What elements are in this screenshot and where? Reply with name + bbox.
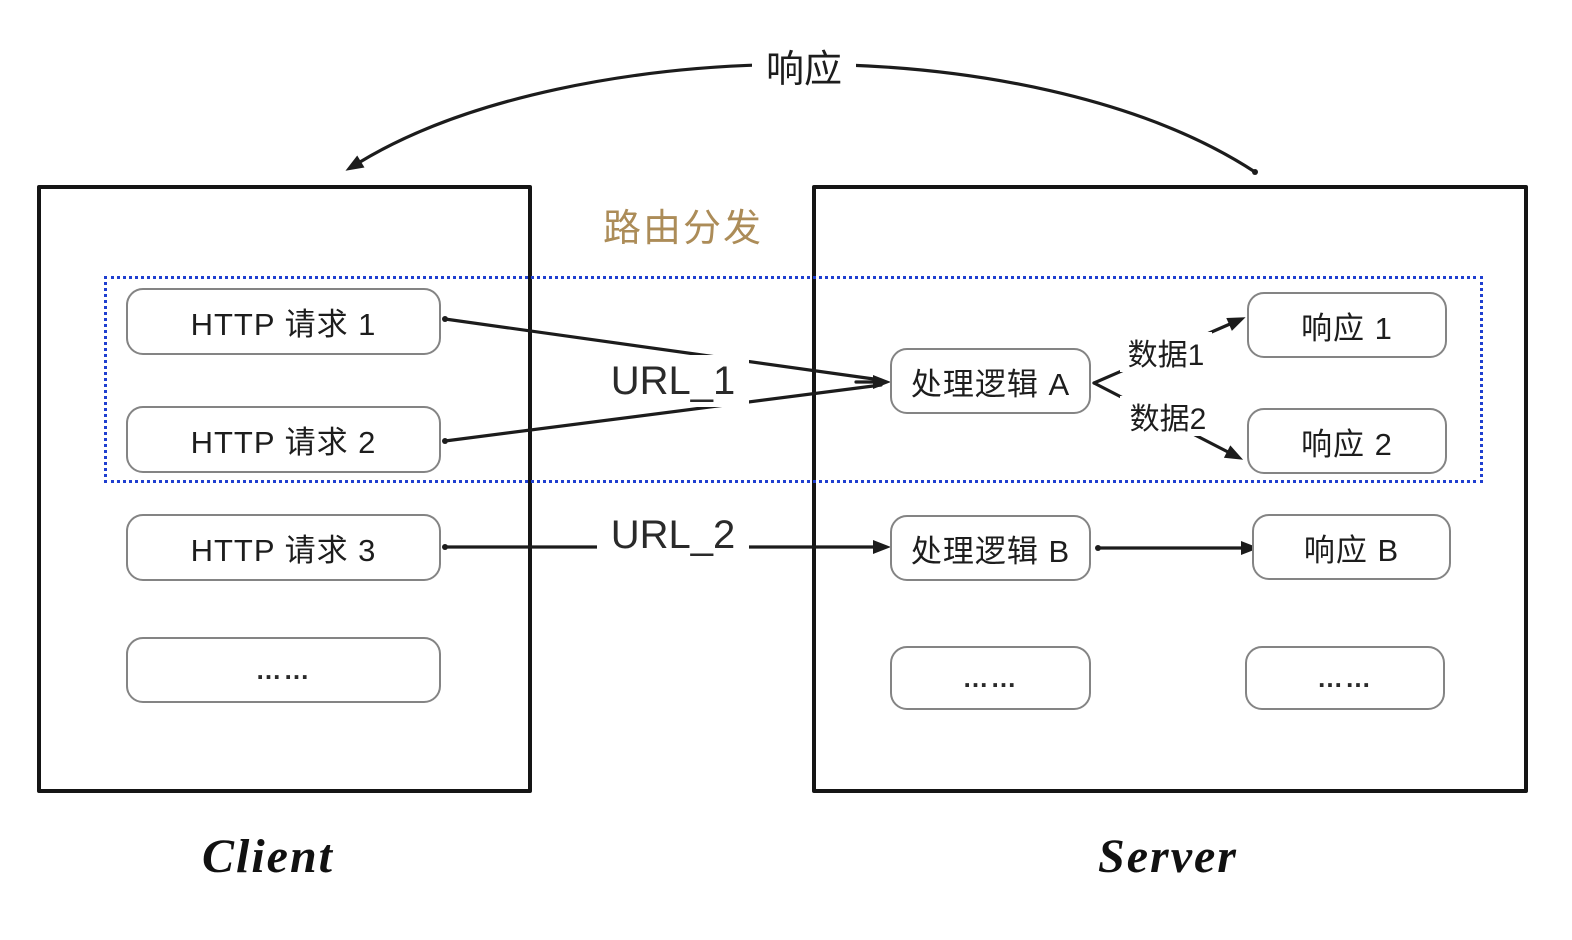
client-container-box xyxy=(37,185,532,793)
request1-line-dot xyxy=(442,316,448,322)
http-request-2-node: HTTP 请求 2 xyxy=(126,406,441,473)
request2-to-handlerA-line xyxy=(443,383,883,443)
server-title: Server xyxy=(1098,829,1238,883)
response-b-node: 响应 B xyxy=(1252,514,1451,580)
url1-group-dotted-box xyxy=(104,276,1483,483)
data2-label: 数据2 xyxy=(1120,396,1216,436)
response-2-node: 响应 2 xyxy=(1247,408,1447,474)
client-title: Client xyxy=(201,829,335,883)
server-container-box xyxy=(812,185,1528,793)
request1-to-handlerA-line xyxy=(443,317,883,382)
http-request-1-node: HTTP 请求 1 xyxy=(126,288,441,355)
request3-line-dot xyxy=(442,544,448,550)
response-arc-start-dot xyxy=(1252,169,1258,175)
http-request-more-node: …… xyxy=(126,637,441,703)
url2-label: URL_2 xyxy=(597,509,749,561)
handlerB-line-dot xyxy=(1095,545,1101,551)
data1-label: 数据1 xyxy=(1120,332,1212,372)
handler-more-node: …… xyxy=(890,646,1091,710)
response-1-node: 响应 1 xyxy=(1247,292,1447,358)
handler-a-node: 处理逻辑 A xyxy=(890,348,1091,414)
http-request-3-node: HTTP 请求 3 xyxy=(126,514,441,581)
request2-line-dot xyxy=(442,438,448,444)
response-more-node: …… xyxy=(1245,646,1445,710)
handler-b-node: 处理逻辑 B xyxy=(890,515,1091,581)
routing-dispatch-label: 路由分发 xyxy=(602,207,763,250)
response-arc-label: 响应 xyxy=(752,40,856,91)
url1-label: URL_1 xyxy=(597,355,749,407)
